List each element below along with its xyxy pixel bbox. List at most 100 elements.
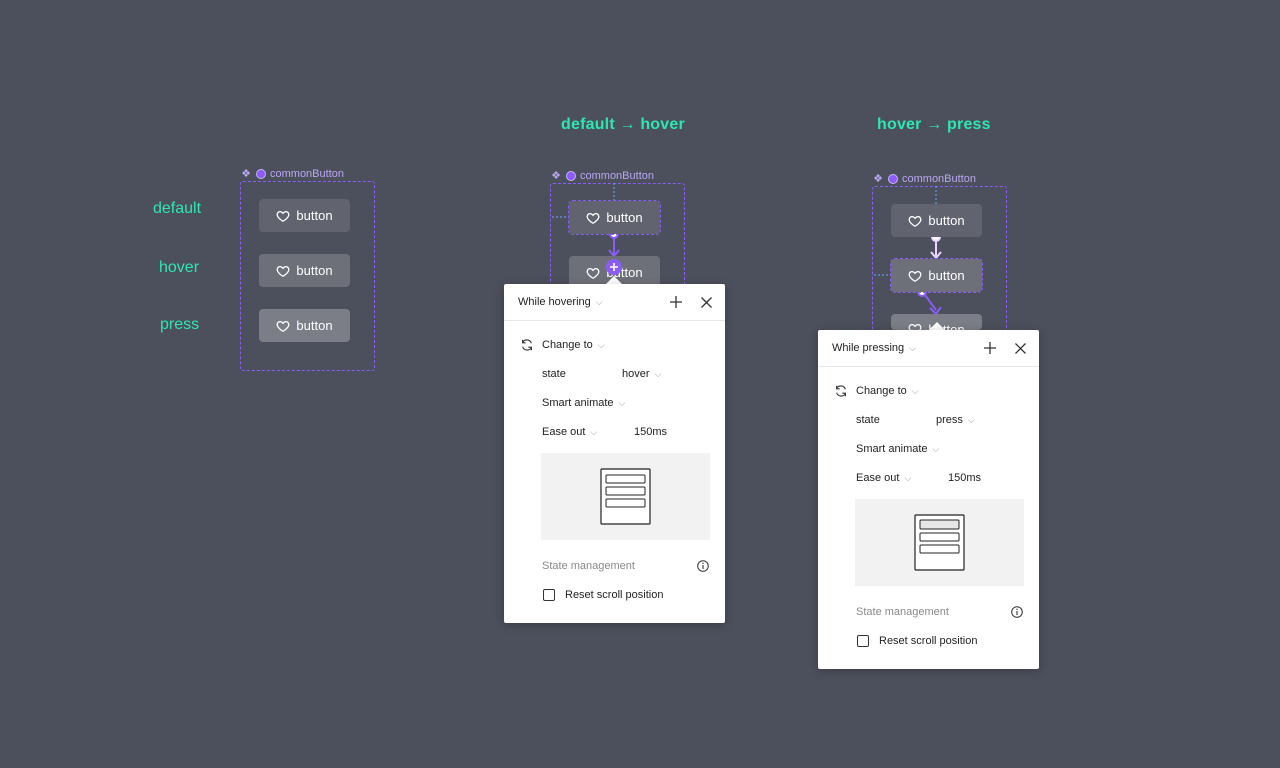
animation-label: Smart animate (856, 443, 928, 455)
panel-pointer (606, 276, 622, 284)
component-diamond-icon: ❖ (873, 173, 883, 185)
heart-icon (587, 212, 600, 224)
state-label-default: default (153, 200, 202, 217)
close-icon[interactable] (1013, 341, 1027, 355)
component-diamond-icon: ❖ (241, 168, 251, 180)
info-icon[interactable] (697, 560, 709, 572)
panel-header: While pressing ⌵ (818, 330, 1039, 367)
chevron-down-icon: ⌵ (932, 443, 940, 454)
component-set-frame[interactable] (240, 181, 375, 371)
button-label: button (928, 268, 965, 283)
swap-arrows-icon (522, 339, 532, 351)
action-dropdown[interactable]: Change to ⌵ (520, 338, 605, 352)
panel-header: While hovering ⌵ (504, 284, 725, 321)
easing-label: Ease out (542, 426, 586, 438)
heart-icon (909, 323, 922, 330)
action-label: Change to (856, 385, 907, 397)
animation-preview (541, 453, 710, 540)
close-icon[interactable] (699, 295, 713, 309)
swap-arrows-icon (836, 385, 846, 397)
state-property-label: state (542, 368, 566, 380)
state-label-hover: hover (159, 259, 200, 276)
heart-icon (909, 215, 922, 227)
component-dot-icon (256, 168, 266, 179)
reset-scroll-label: Reset scroll position (879, 635, 978, 647)
component-set-header[interactable]: ❖ commonButton (872, 172, 976, 186)
component-dot-icon (566, 170, 576, 181)
button-label: button (606, 210, 643, 225)
component-set-header[interactable]: ❖ commonButton (240, 167, 344, 181)
button-label: button (928, 322, 965, 330)
reset-scroll-option[interactable]: Reset scroll position (543, 589, 663, 601)
animation-label: Smart animate (542, 397, 614, 409)
button-label: button (296, 208, 333, 223)
info-icon[interactable] (1011, 606, 1023, 618)
action-label: Change to (542, 339, 593, 351)
chevron-down-icon: ⌵ (590, 426, 598, 437)
button-variant-default[interactable]: button (891, 204, 982, 237)
button-variant-hover[interactable]: button (259, 254, 350, 287)
button-label: button (296, 318, 333, 333)
trigger-label: While pressing (832, 342, 905, 354)
action-dropdown[interactable]: Change to ⌵ (834, 384, 919, 398)
animation-dropdown[interactable]: Smart animate ⌵ (542, 397, 625, 409)
chevron-down-icon: ⌵ (597, 339, 605, 350)
button-label: button (928, 213, 965, 228)
state-value: press (936, 414, 963, 426)
add-icon[interactable] (983, 341, 997, 355)
chevron-down-icon: ⌵ (904, 472, 912, 483)
trigger-label: While hovering (518, 296, 591, 308)
heart-icon (587, 267, 600, 279)
interaction-panel-press: While pressing ⌵ Change to ⌵ state press… (818, 330, 1039, 669)
chevron-down-icon: ⌵ (909, 342, 916, 353)
reset-scroll-checkbox[interactable] (543, 589, 555, 601)
frame-preview-icon (914, 514, 965, 571)
easing-label: Ease out (856, 472, 900, 484)
reset-scroll-checkbox[interactable] (857, 635, 869, 647)
heading-hover-to-press: hover → press (877, 116, 991, 133)
interaction-panel-hover: While hovering ⌵ Change to ⌵ state hover… (504, 284, 725, 623)
button-label: button (296, 263, 333, 278)
component-name: commonButton (270, 167, 344, 180)
chevron-down-icon: ⌵ (595, 296, 603, 307)
add-interaction-icon[interactable] (606, 259, 622, 275)
heart-icon (277, 210, 290, 222)
chevron-down-icon: ⌵ (654, 368, 662, 379)
reset-scroll-option[interactable]: Reset scroll position (857, 635, 977, 647)
add-icon[interactable] (669, 295, 683, 309)
duration-input[interactable]: 150ms (634, 426, 668, 438)
button-variant-hover[interactable]: button (890, 258, 983, 293)
component-set-header[interactable]: ❖ commonButton (550, 169, 654, 183)
state-property-label: state (856, 414, 880, 426)
state-management-label: State management (856, 606, 949, 618)
trigger-dropdown[interactable]: While pressing ⌵ (832, 342, 916, 354)
state-management-label: State management (542, 560, 635, 572)
easing-dropdown[interactable]: Ease out ⌵ (856, 472, 911, 484)
heart-icon (909, 270, 922, 282)
heart-icon (277, 265, 290, 277)
state-value-dropdown[interactable]: press ⌵ (936, 414, 975, 426)
heart-icon (277, 320, 290, 332)
heading-default-to-hover: default → hover (561, 116, 685, 133)
component-diamond-icon: ❖ (551, 170, 561, 182)
panel-pointer (929, 322, 945, 330)
button-variant-press[interactable]: button (259, 309, 350, 342)
component-name: commonButton (580, 169, 654, 182)
button-variant-default[interactable]: button (259, 199, 350, 232)
chevron-down-icon: ⌵ (911, 385, 919, 396)
state-value: hover (622, 368, 650, 380)
state-label-press: press (160, 316, 200, 333)
animation-dropdown[interactable]: Smart animate ⌵ (856, 443, 939, 455)
component-name: commonButton (902, 172, 976, 185)
state-value-dropdown[interactable]: hover ⌵ (622, 368, 661, 380)
easing-dropdown[interactable]: Ease out ⌵ (542, 426, 597, 438)
animation-preview (855, 499, 1024, 586)
duration-input[interactable]: 150ms (948, 472, 982, 484)
chevron-down-icon: ⌵ (967, 414, 975, 425)
trigger-dropdown[interactable]: While hovering ⌵ (518, 296, 603, 308)
chevron-down-icon: ⌵ (618, 397, 626, 408)
reset-scroll-label: Reset scroll position (565, 589, 664, 601)
component-dot-icon (888, 173, 898, 184)
button-variant-default[interactable]: button (568, 200, 661, 235)
frame-preview-icon (600, 468, 651, 525)
